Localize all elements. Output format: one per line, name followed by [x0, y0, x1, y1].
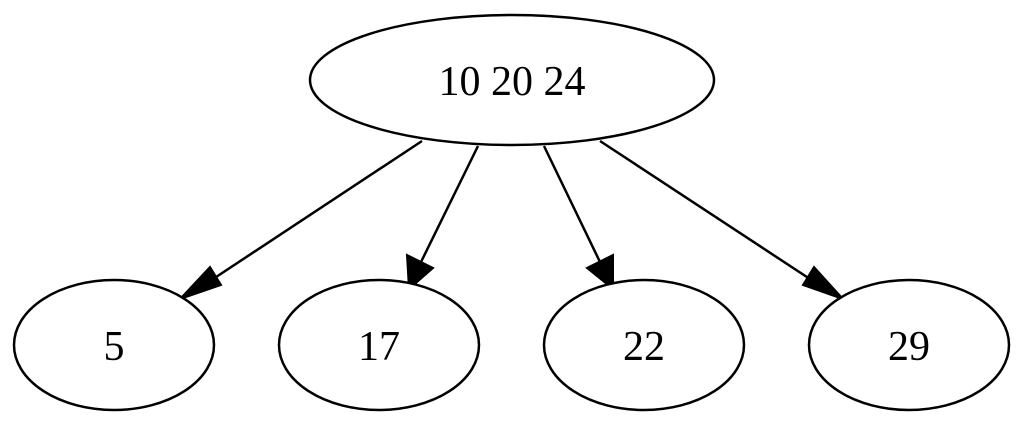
- edge-root-to-17: [405, 145, 480, 292]
- edge-root-to-5: [179, 139, 423, 300]
- node-root-label: 10 20 24: [439, 59, 586, 105]
- node-child-29: 29: [807, 278, 1011, 412]
- edge-root-to-29: [599, 139, 844, 300]
- node-child-29-ellipse: [807, 278, 1011, 412]
- edge-root-to-22: [542, 145, 614, 292]
- node-child-22-label: 22: [623, 324, 665, 370]
- node-root-ellipse: [308, 13, 716, 147]
- node-child-17-ellipse: [277, 278, 481, 412]
- edges: [179, 139, 844, 300]
- node-child-17-label: 17: [358, 324, 400, 370]
- node-child-29-label: 29: [888, 324, 930, 370]
- node-child-17: 17: [277, 278, 481, 412]
- node-root: 10 20 24: [308, 13, 716, 147]
- node-child-5-label: 5: [104, 324, 125, 370]
- node-child-5: 5: [12, 278, 216, 412]
- node-child-22-ellipse: [542, 278, 746, 412]
- node-child-22: 22: [542, 278, 746, 412]
- node-child-5-ellipse: [12, 278, 216, 412]
